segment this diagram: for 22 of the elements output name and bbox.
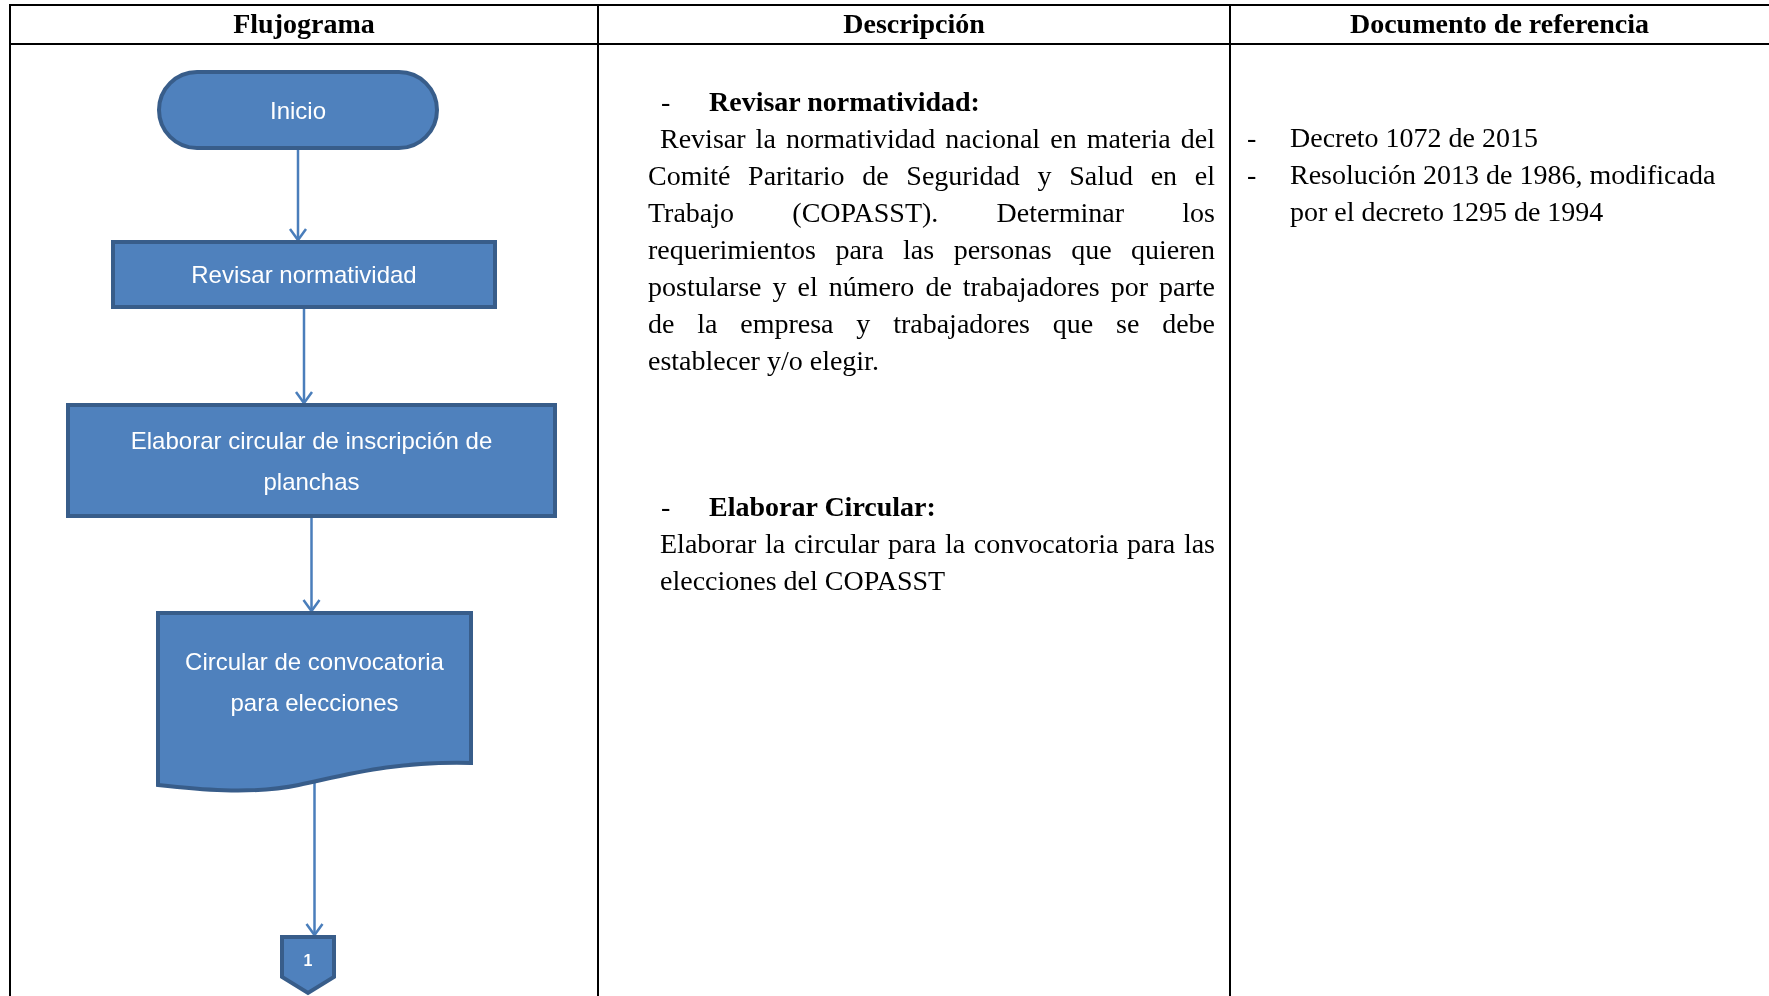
document-shape: Circular de convocatoria para elecciones: [156, 611, 473, 793]
arrow: [305, 781, 324, 937]
arrow: [302, 518, 321, 613]
bullet-dash: -: [661, 85, 671, 119]
description-text: Elaborar la circular para la convocatoria para las elecciones del COPASST: [660, 527, 1215, 598]
step-heading: Elaborar Circular:: [709, 490, 936, 524]
reference-text: Decreto 1072 de 2015: [1290, 121, 1540, 155]
terminal-shape: Inicio: [157, 70, 439, 150]
reference-text: Resolución 2013 de 1986, modificada por el decreto 1295 de 1994: [1290, 158, 1717, 229]
arrow: [288, 150, 308, 242]
arrow: [294, 309, 314, 405]
off-page-connector: 1: [280, 935, 336, 995]
bullet-dash: -: [661, 490, 671, 524]
process-box: Elaborar circular de inscripción de planchas: [66, 403, 557, 518]
bullet-dash: -: [1247, 121, 1257, 155]
process-box: Revisar normatividad: [111, 240, 497, 309]
bullet-dash: -: [1247, 158, 1257, 192]
step-heading: Revisar normatividad:: [709, 85, 980, 119]
column-header: Documento de referencia: [1348, 7, 1651, 41]
description-text: Revisar la normatividad nacional en materia del Comité Paritario de Seguridad y Salud en el Trabajo (COPASST). Determinar los requerimientos para las personas que quieren postularse y el número de trabajadores por parte de la empresa y trabajadores que se debe establecer y/o elegir.: [648, 122, 1215, 378]
column-header: Descripción: [842, 7, 986, 41]
column-header: Flujograma: [232, 7, 376, 41]
